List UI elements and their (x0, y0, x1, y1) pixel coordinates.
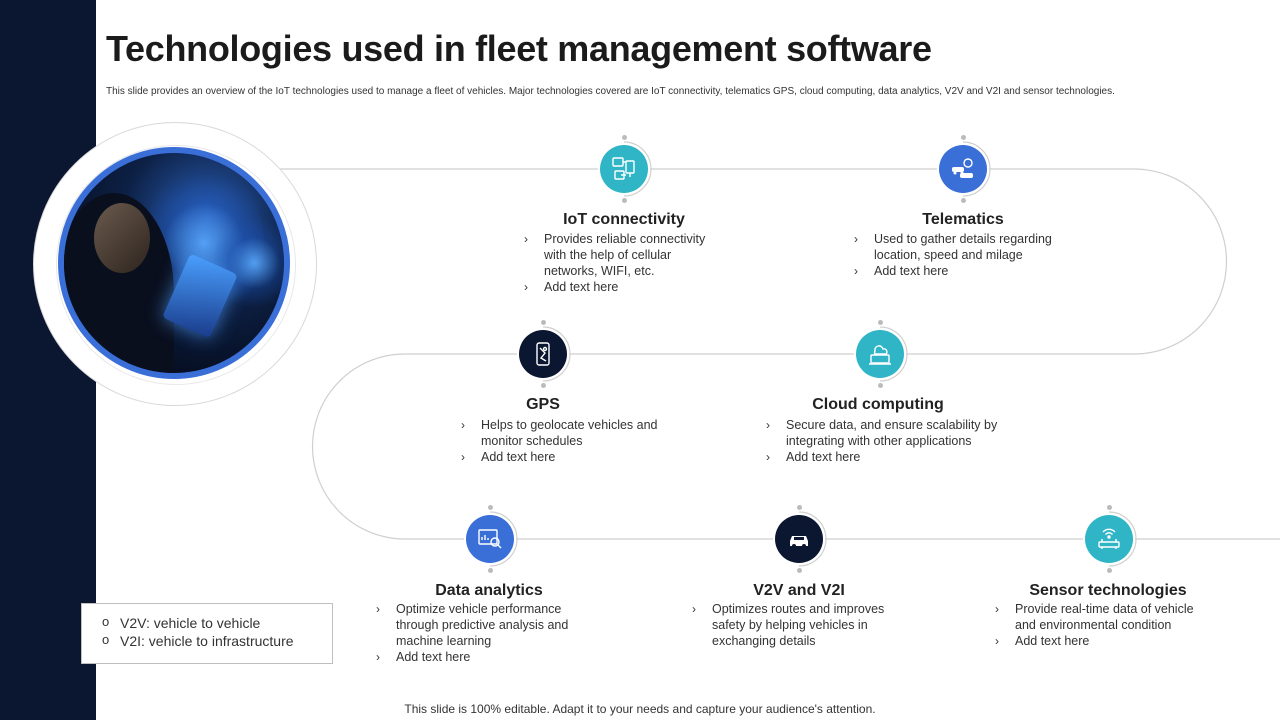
tech-point: Helps to geolocate vehicles and monitor … (461, 417, 661, 449)
tech-point: Provide real-time data of vehicle and en… (995, 601, 1215, 633)
iot-devices-icon (600, 145, 648, 193)
hero-image-frame (33, 122, 317, 406)
slide-subtitle: This slide provides an overview of the I… (106, 86, 1115, 97)
photo-person (64, 193, 174, 373)
node-iot (594, 135, 654, 203)
node-dot (961, 135, 966, 140)
legend-box: V2V: vehicle to vehicle V2I: vehicle to … (81, 603, 333, 664)
node-analytics (460, 505, 520, 573)
node-telematics (933, 135, 993, 203)
node-arc (1108, 511, 1137, 567)
node-dot (541, 320, 546, 325)
node-arc (623, 141, 652, 197)
legend-item: V2I: vehicle to infrastructure (102, 631, 332, 650)
tech-point: Used to gather details regarding locatio… (854, 231, 1069, 263)
wifi-router-icon (1085, 515, 1133, 563)
legend-list: V2V: vehicle to vehicle V2I: vehicle to … (82, 604, 332, 650)
cloud-laptop-icon (856, 330, 904, 378)
node-cloud (850, 320, 910, 388)
node-arc (542, 326, 571, 382)
node-dot (1107, 505, 1112, 510)
node-dot (488, 568, 493, 573)
legend-item: V2V: vehicle to vehicle (102, 613, 332, 632)
node-arc (962, 141, 991, 197)
hero-ring (56, 145, 296, 385)
tech-point: Provides reliable connectivity with the … (524, 231, 724, 279)
tech-points-gps: Helps to geolocate vehicles and monitor … (461, 417, 661, 465)
node-arc (489, 511, 518, 567)
node-dot (878, 320, 883, 325)
tech-title-telematics: Telematics (922, 211, 1004, 228)
node-dot (622, 198, 627, 203)
node-dot (797, 568, 802, 573)
tech-points-iot: Provides reliable connectivity with the … (524, 231, 724, 295)
node-arc (879, 326, 908, 382)
gps-phone-icon (519, 330, 567, 378)
car-icon (775, 515, 823, 563)
node-arc (798, 511, 827, 567)
tech-title-analytics: Data analytics (435, 582, 543, 599)
tech-point: Optimizes routes and improves safety by … (692, 601, 902, 649)
tech-point: Optimize vehicle performance through pre… (376, 601, 591, 649)
tech-point: Add text here (524, 279, 724, 295)
tech-title-sensor: Sensor technologies (1029, 582, 1187, 599)
node-sensor (1079, 505, 1139, 573)
node-dot (797, 505, 802, 510)
tech-points-analytics: Optimize vehicle performance through pre… (376, 601, 591, 665)
tech-point: Secure data, and ensure scalability by i… (766, 417, 1021, 449)
tech-point: Add text here (854, 263, 1069, 279)
node-dot (488, 505, 493, 510)
footer-note: This slide is 100% editable. Adapt it to… (404, 702, 876, 716)
hero-photo (58, 147, 290, 379)
tech-points-v2v: Optimizes routes and improves safety by … (692, 601, 902, 649)
tech-title-gps: GPS (526, 396, 560, 413)
tech-points-telematics: Used to gather details regarding locatio… (854, 231, 1069, 279)
node-dot (1107, 568, 1112, 573)
telematics-cars-icon (939, 145, 987, 193)
node-dot (622, 135, 627, 140)
node-dot (878, 383, 883, 388)
tech-point: Add text here (461, 449, 661, 465)
tech-title-v2v: V2V and V2I (753, 582, 845, 599)
node-dot (541, 383, 546, 388)
tech-point: Add text here (766, 449, 1021, 465)
tech-point: Add text here (995, 633, 1215, 649)
tech-points-cloud: Secure data, and ensure scalability by i… (766, 417, 1021, 465)
node-gps (513, 320, 573, 388)
analytics-search-icon (466, 515, 514, 563)
node-v2v (769, 505, 829, 573)
slide-title: Technologies used in fleet management so… (106, 28, 932, 69)
node-dot (961, 198, 966, 203)
tech-title-iot: IoT connectivity (563, 211, 685, 228)
tech-point: Add text here (376, 649, 591, 665)
tech-points-sensor: Provide real-time data of vehicle and en… (995, 601, 1215, 649)
tech-title-cloud: Cloud computing (812, 396, 944, 413)
photo-head (94, 203, 150, 273)
